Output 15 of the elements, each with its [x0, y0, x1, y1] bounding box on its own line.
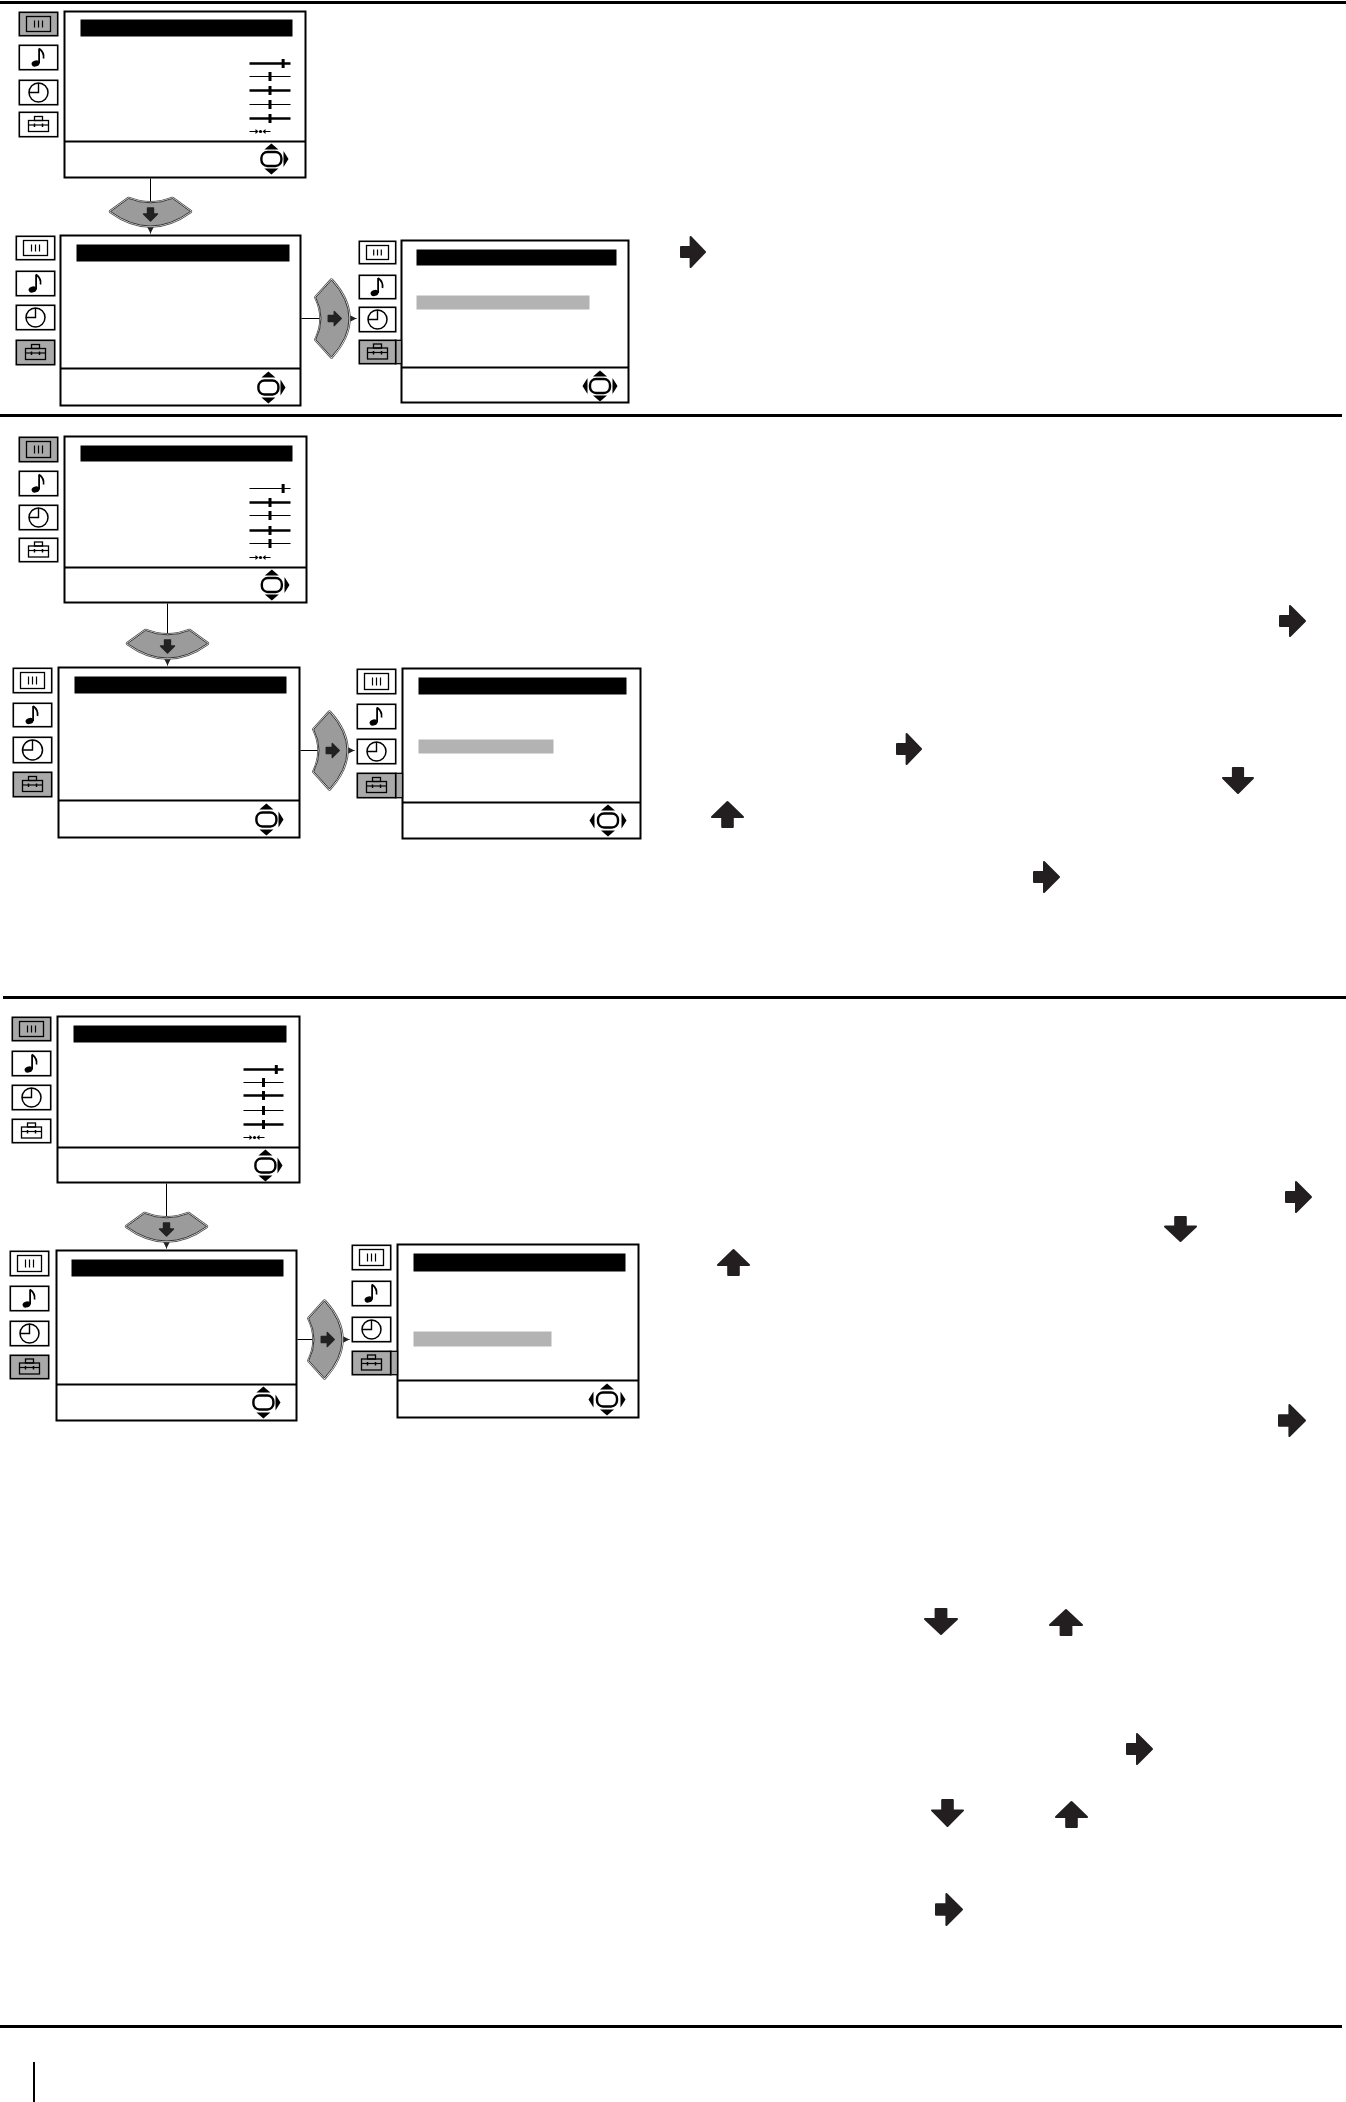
menu-screen	[356, 238, 630, 404]
menu-screen	[7, 1248, 298, 1422]
menu-screen	[13, 233, 302, 407]
down-arrow-button	[125, 603, 210, 666]
menu-screen	[9, 1014, 301, 1184]
down-arrow-button	[124, 1183, 209, 1249]
down-arrow-button	[108, 178, 193, 234]
right-arrow-button	[300, 710, 355, 791]
menu-screen	[16, 9, 307, 179]
right-arrow-button	[301, 278, 357, 359]
menu-screen	[16, 434, 308, 604]
menu-screen	[349, 1242, 640, 1419]
menu-screen	[354, 666, 642, 840]
menu-screen	[10, 665, 301, 839]
right-arrow-button	[297, 1299, 350, 1380]
